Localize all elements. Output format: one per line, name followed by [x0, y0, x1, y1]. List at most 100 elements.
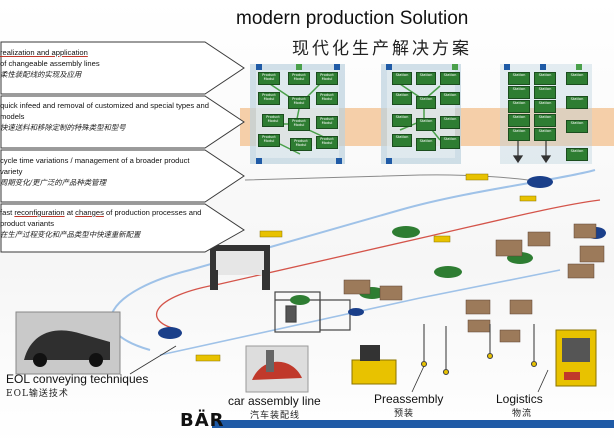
panel-3-station-1-2: Station — [508, 86, 530, 99]
panel-2-station-1: Station — [392, 72, 412, 85]
yellow-carriers — [195, 173, 537, 362]
eol-label-en: EOL conveying techniques — [6, 372, 149, 386]
eol-label-cn: EOL输送技术 — [6, 389, 69, 399]
flow-marker-7 — [452, 64, 458, 70]
gantry — [210, 245, 270, 290]
brand-bar — [212, 420, 614, 428]
preassembly-label: Preassembly 预装 — [374, 392, 443, 419]
panel-1-station-7: Product Modul — [262, 114, 284, 127]
pallet-racks — [343, 223, 605, 343]
flow-marker-4 — [256, 158, 262, 164]
chevron-2 — [0, 95, 245, 149]
panel-2-station-8: Station — [416, 118, 436, 131]
chevron-1 — [0, 41, 245, 95]
panel-2-station-7: Station — [392, 114, 412, 127]
panel-1-station-3: Product Modul — [316, 72, 338, 85]
chevron-3 — [0, 149, 245, 203]
car-5 — [290, 295, 310, 305]
panel-2-station-6: Station — [440, 92, 460, 105]
eol-photo — [15, 311, 121, 375]
panel-2-station-5: Station — [416, 96, 436, 109]
panel-2-station-9: Station — [440, 116, 460, 129]
car-assembly-label: car assembly line 汽车装配线 — [228, 394, 321, 421]
page-title: modern production Solution — [236, 8, 469, 29]
panel-3-station-3-4: Station — [566, 148, 588, 161]
feature-4-en-a: fast — [0, 208, 15, 217]
car-1 — [392, 226, 420, 238]
panel-3-station-1-5: Station — [508, 128, 530, 141]
flow-marker-1 — [256, 64, 262, 70]
flow-marker-9 — [504, 64, 510, 70]
feature-4: fast reconfiguration at changes of produ… — [0, 207, 218, 240]
panel-1-station-9: Product Modul — [316, 116, 338, 129]
flow-marker-2 — [296, 64, 302, 70]
brand-logo: BÄR — [180, 410, 225, 431]
panel-2-station-11: Station — [416, 138, 436, 151]
track-lower — [159, 269, 561, 356]
car-assembly-label-en: car assembly line — [228, 394, 321, 408]
feature-4-en-c: at — [64, 208, 76, 217]
panel-1-station-11: Product Modul — [290, 138, 312, 151]
vehicle-carriers — [290, 226, 533, 305]
flow-marker-6 — [386, 64, 392, 70]
feature-chevrons — [0, 41, 245, 253]
panel-3-station-3-1: Station — [566, 72, 588, 85]
track-inner — [156, 199, 601, 331]
flow-marker-3 — [334, 64, 340, 70]
panel-3-station-3-3: Station — [566, 120, 588, 133]
panel-3-station-1-4: Station — [508, 114, 530, 127]
feature-4-en-b: reconfiguration — [14, 208, 65, 217]
panel-1-station-10: Product Modul — [258, 134, 280, 147]
flow-marker-11 — [576, 64, 582, 70]
chevron-4 — [0, 203, 245, 253]
preassembly-agv — [351, 345, 397, 385]
panel-1-station-12: Product Modul — [316, 136, 338, 149]
panel-3-station-2-2: Station — [534, 86, 556, 99]
panel-1-station-1: Product Modul — [258, 72, 280, 85]
panel-1-station-8: Product Modul — [288, 118, 310, 131]
feature-3: cycle time variations / management of a … — [0, 155, 210, 188]
logistics-tugger — [555, 329, 597, 387]
panel-3-station-2-1: Station — [534, 72, 556, 85]
preassembly-label-en: Preassembly — [374, 392, 444, 406]
car-2 — [434, 266, 462, 278]
panel-3-station-1-3: Station — [508, 100, 530, 113]
preassembly-label-cn: 预装 — [394, 409, 415, 419]
feature-3-en: cycle time variations / management of a … — [0, 156, 190, 176]
flow-marker-5 — [336, 158, 342, 164]
feature-1-en-b: of changeable assembly lines — [0, 59, 100, 68]
logistics-label-en: Logistics — [496, 392, 543, 406]
assembly-cell — [274, 291, 351, 333]
logistics-label: Logistics 物流 — [496, 392, 543, 419]
panel-2-station-2: Station — [416, 72, 436, 85]
flow-marker-8 — [386, 158, 392, 164]
flow-marker-10 — [540, 64, 546, 70]
panel-3-station-3-2: Station — [566, 96, 588, 109]
feature-1-en-a: realization and application — [0, 48, 88, 57]
feature-3-cn: 周期变化/更广泛的产品种类管理 — [0, 178, 106, 187]
feature-2: quick infeed and removal of customized a… — [0, 100, 222, 133]
callout-lines — [129, 345, 549, 393]
panel-2-station-12: Station — [440, 136, 460, 149]
panel-1-station-6: Product Modul — [316, 92, 338, 105]
feature-1: realization and application of changeabl… — [0, 47, 240, 80]
panel-2-station-10: Station — [392, 134, 412, 147]
logistics-poles — [420, 324, 538, 376]
feature-2-en: quick infeed and removal of customized a… — [0, 101, 209, 121]
panel-2-station-3: Station — [440, 72, 460, 85]
panel-1-station-2: Product Modul — [288, 72, 310, 85]
panel-1-station-5: Product Modul — [288, 96, 310, 109]
feature-2-cn: 快速送料和移除定制的特殊类型和型号 — [0, 123, 126, 132]
feature-4-en-e: of production processes and product vari… — [0, 208, 202, 228]
panel-3-station-2-5: Station — [534, 128, 556, 141]
panel-3-arrows — [512, 140, 552, 164]
logistics-label-cn: 物流 — [512, 409, 533, 419]
car-assembly-label-cn: 汽车装配线 — [250, 411, 301, 421]
feature-4-cn: 在生产过程变化和产品类型中快速重新配置 — [0, 230, 141, 239]
eol-label: EOL conveying techniques EOL输送技术 — [6, 372, 148, 399]
panel-1-station-4: Product Modul — [258, 92, 280, 105]
panel-3-station-2-4: Station — [534, 114, 556, 127]
panel-2-station-4: Station — [392, 92, 412, 105]
